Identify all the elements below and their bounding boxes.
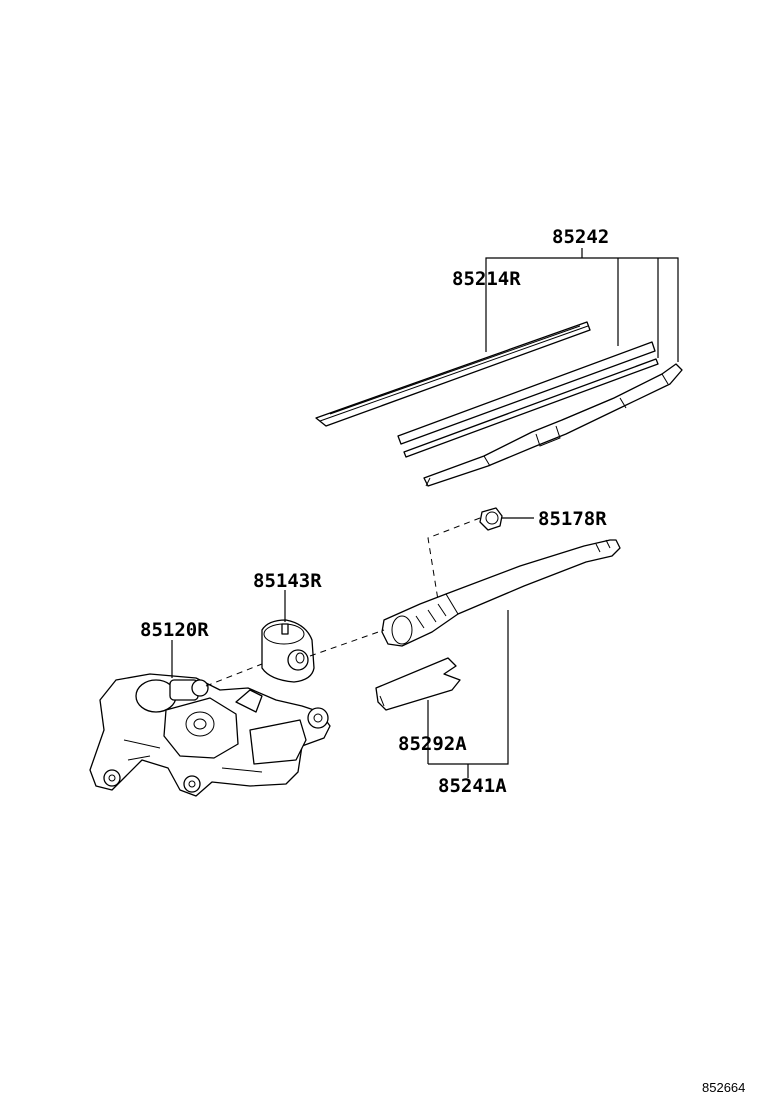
leader-lines [171, 248, 679, 778]
label-85120R: 85120R [140, 619, 209, 641]
label-85242: 85242 [552, 226, 609, 248]
label-85214R: 85214R [452, 268, 521, 290]
wiper-blade-drawing [423, 363, 683, 487]
assembly-dashed-lines [205, 517, 481, 687]
wiper-arm-drawing [381, 539, 621, 647]
label-85241A: 85241A [438, 775, 507, 797]
nut-cap-drawing [479, 507, 503, 531]
label-85143R: 85143R [253, 570, 322, 592]
blade-rubber-drawing [315, 321, 591, 427]
pivot-cap-drawing [261, 619, 315, 683]
arm-cover-drawing [375, 657, 461, 711]
blade-strip-drawing [397, 341, 659, 458]
wiper-motor-drawing [89, 673, 331, 797]
part-labels: 85242 85214R 85178R 85143R 85120R 85292A… [140, 226, 609, 797]
diagram-reference-code: 852664 [702, 1080, 745, 1095]
label-85178R: 85178R [538, 508, 607, 530]
label-85292A: 85292A [398, 733, 467, 755]
